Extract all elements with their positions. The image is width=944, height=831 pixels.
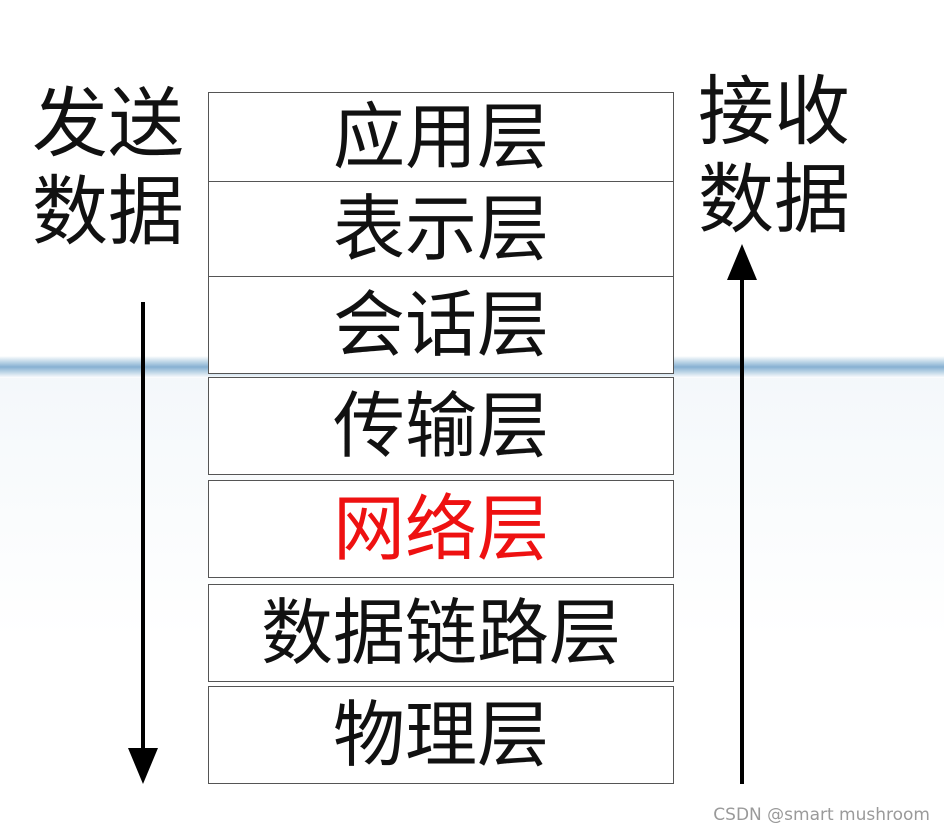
send-label-line-2: 数据 [32,167,184,256]
watermark-text: CSDN @smart mushroom [713,805,930,825]
receive-label-line-1: 接收 [698,67,850,156]
layer-presentation: 表示层 [208,181,674,277]
layer-application: 应用层 [208,92,674,182]
layer-label: 物理层 [332,693,549,777]
layer-data-link: 数据链路层 [208,584,674,682]
layer-label: 数据链路层 [260,591,621,675]
receive-label-line-2: 数据 [698,155,850,244]
layer-label: 应用层 [332,95,549,179]
layer-physical: 物理层 [208,686,674,784]
layer-session: 会话层 [208,276,674,374]
layer-label: 会话层 [332,283,549,367]
layer-label: 传输层 [332,384,549,468]
receive-up-arrow-icon [727,244,757,784]
send-arrow-head [128,748,158,784]
send-down-arrow-icon [128,302,158,784]
send-data-label: 发送 数据 [32,80,184,256]
receive-data-label: 接收 数据 [698,68,850,244]
layer-network: 网络层 [208,480,674,578]
receive-arrow-head [727,244,757,280]
send-arrow-shaft [141,302,145,750]
receive-arrow-shaft [740,278,744,784]
layer-transport: 传输层 [208,377,674,475]
layer-label: 表示层 [332,187,549,271]
send-label-line-1: 发送 [32,79,184,168]
layer-label-highlighted: 网络层 [332,487,549,571]
